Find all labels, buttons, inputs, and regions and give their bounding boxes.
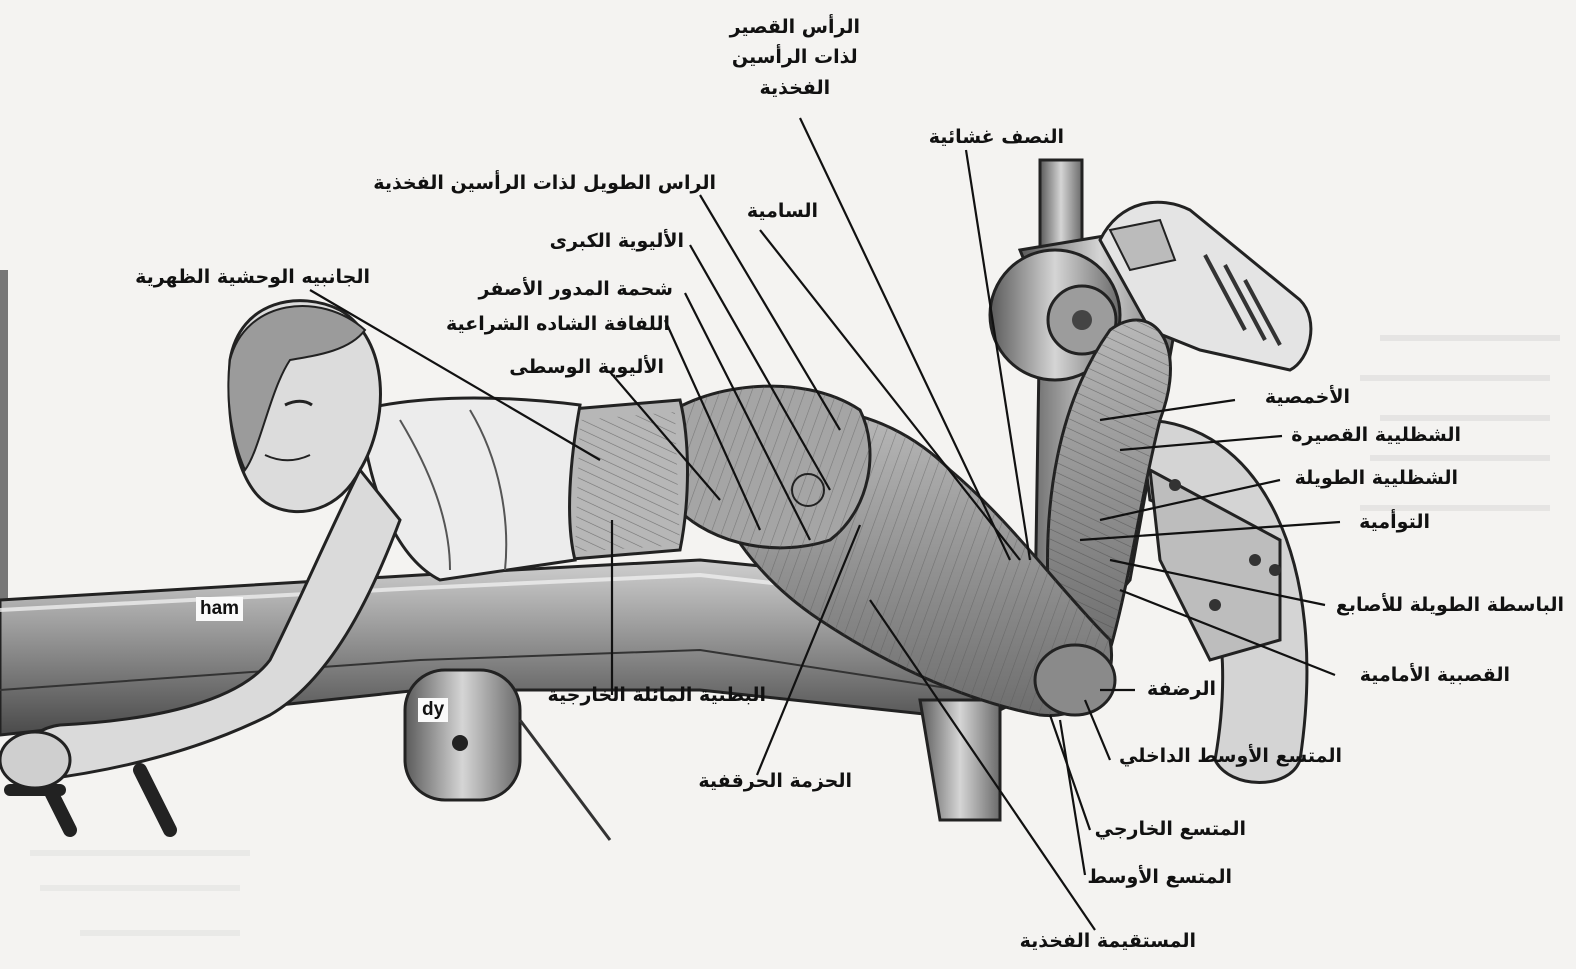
bench-label-ham: ham [196, 597, 243, 621]
label-plantaris: السامية [747, 200, 818, 224]
label-short-head-biceps: الرأس القصير لذات الرأسين الفخذية [730, 12, 860, 103]
machine-left-post [0, 270, 8, 600]
label-vastus-medialis: المتسع الأوسط الداخلي [1119, 745, 1342, 769]
label-iliotibial-band: الحزمة الحرقفية [698, 770, 852, 794]
label-soleus: الأخمصية [1265, 386, 1350, 410]
label-patella: الرضفة [1147, 678, 1216, 702]
bench-label-dy: dy [418, 698, 448, 722]
label-rectus-femoris: المستقيمة الفخذية [1020, 930, 1196, 954]
label-peroneus-longus: الشظليية الطويلة [1295, 467, 1458, 491]
label-thoracolumbar-fascia: اللفافة الشاده الشراعية [446, 313, 670, 337]
label-semimembranosus: النصف غشائية [929, 126, 1064, 150]
label-gluteus-maximus: الأليوية الكبرى [550, 230, 684, 254]
bench-leg [405, 670, 520, 800]
label-external-oblique: البطنية المائلة الخارجية [548, 684, 767, 708]
label-peroneus-brevis: الشظليية القصيرة [1291, 424, 1461, 448]
label-trochanter-fat: شحمة المدور الأصفر [479, 278, 674, 302]
label-long-head-biceps: الراس الطويل لذات الرأسين الفخذية [373, 172, 716, 196]
label-gastrocnemius: التوأمية [1359, 511, 1430, 535]
label-tibialis-anterior: القصبية الأمامية [1360, 664, 1510, 688]
label-extensor-digitorum-longus: الباسطة الطويلة للأصابع [1336, 594, 1564, 618]
label-gluteus-medius: الأليوية الوسطى [509, 356, 664, 380]
label-vastus-lateralis: المتسع الخارجي [1095, 818, 1246, 842]
label-latissimus-dorsi: الجانبيه الوحشية الظهرية [135, 266, 370, 290]
label-vastus-intermedius: المتسع الأوسط [1087, 866, 1232, 890]
